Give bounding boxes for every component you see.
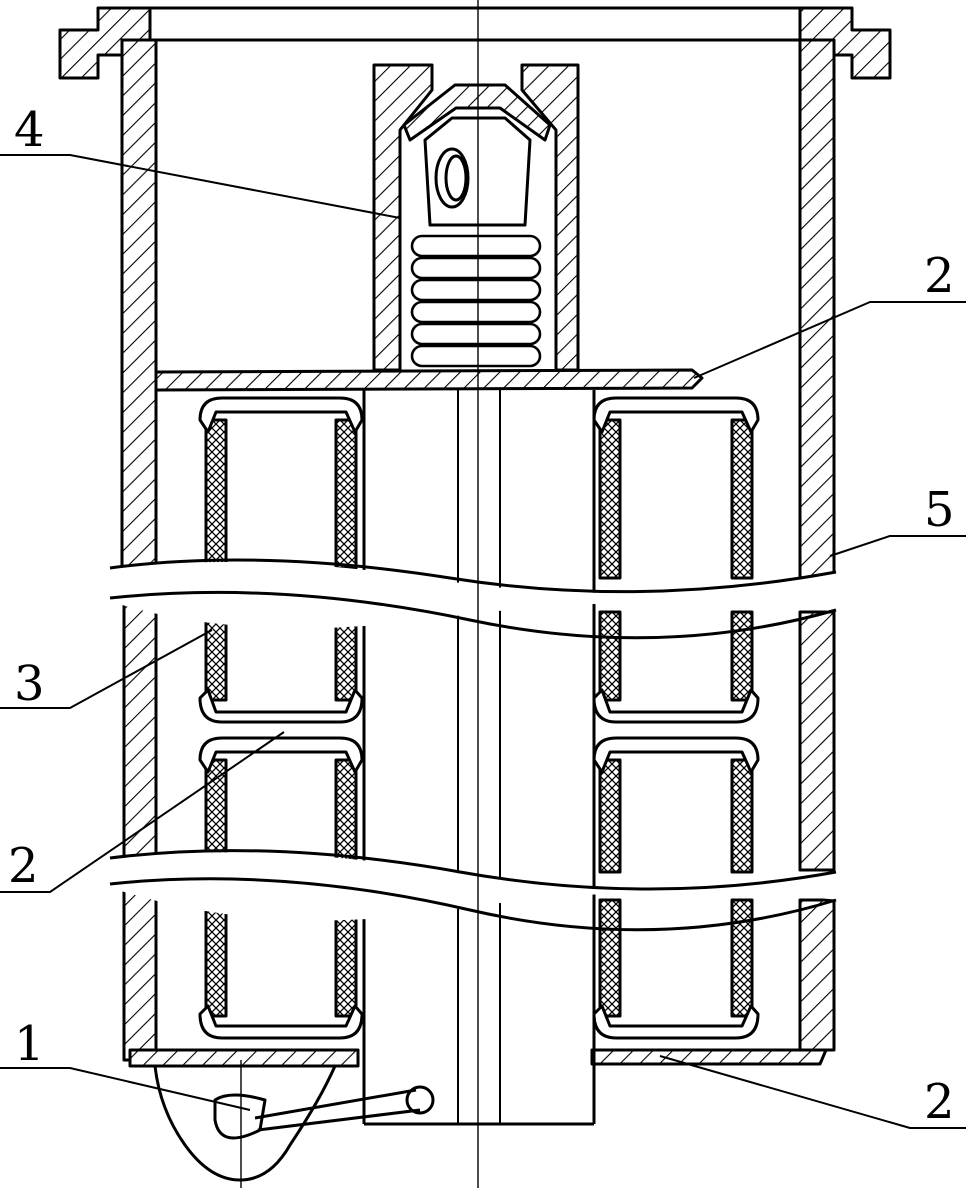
release-mechanism: [153, 1065, 435, 1182]
housing-left-wall-lower: [122, 880, 158, 1062]
lower-partition-plate: [128, 1048, 360, 1068]
label-part-4: 4: [14, 102, 45, 158]
housing-left-wall-middle: [122, 596, 158, 862]
release-link-upper: [254, 1088, 417, 1120]
break-line-lower: [100, 852, 840, 921]
outer-housing: [58, 6, 892, 1062]
valve-port: [434, 147, 470, 209]
release-pivot: [405, 1085, 435, 1115]
right-cartridge-middle-top: [592, 610, 760, 724]
leader-2-middle: [0, 731, 285, 893]
break-line-lower-bottom-edge: [109, 877, 837, 932]
valve-cap: [402, 83, 552, 142]
central-rod: [362, 390, 596, 1126]
housing-right-wall-middle: [798, 610, 836, 872]
label-part-3: 3: [14, 656, 45, 712]
leader-1: [0, 1067, 251, 1111]
leader-5: [829, 535, 966, 557]
leader-2-top: [693, 301, 966, 379]
right-cartridge-lower: [592, 898, 760, 1040]
label-part-2-middle: 2: [8, 838, 39, 894]
break-line-lower-top-edge: [109, 849, 837, 891]
spring-valve-assembly: [372, 63, 580, 372]
label-part-2-top: 2: [924, 248, 955, 304]
release-bracket: [153, 1065, 337, 1182]
left-cartridge-middle-bottom: [198, 736, 364, 862]
break-line-upper: [100, 562, 840, 629]
right-cartridge-upper: [592, 396, 760, 580]
leader-3: [0, 629, 213, 709]
valve-port-inner: [444, 154, 468, 202]
housing-right-wall-upper: [798, 38, 836, 582]
spring-coil: [410, 234, 542, 368]
upper-partition-plate: [154, 368, 704, 392]
left-cartridge-upper: [198, 396, 364, 570]
release-link-lower: [257, 1108, 421, 1132]
leader-4: [0, 154, 401, 219]
right-cartridge-middle-bottom: [592, 736, 760, 874]
break-line-upper-top-edge: [109, 558, 837, 594]
lower-partition-plate-right: [590, 1048, 828, 1066]
label-part-1: 1: [14, 1016, 45, 1072]
housing-left-wall-upper: [120, 38, 158, 570]
break-line-upper-bottom-edge: [109, 590, 837, 640]
label-part-5: 5: [924, 482, 955, 538]
label-part-2-bottom: 2: [924, 1074, 955, 1130]
leader-2-bottom: [659, 1055, 966, 1129]
housing-right-wall-lower: [798, 898, 836, 1052]
